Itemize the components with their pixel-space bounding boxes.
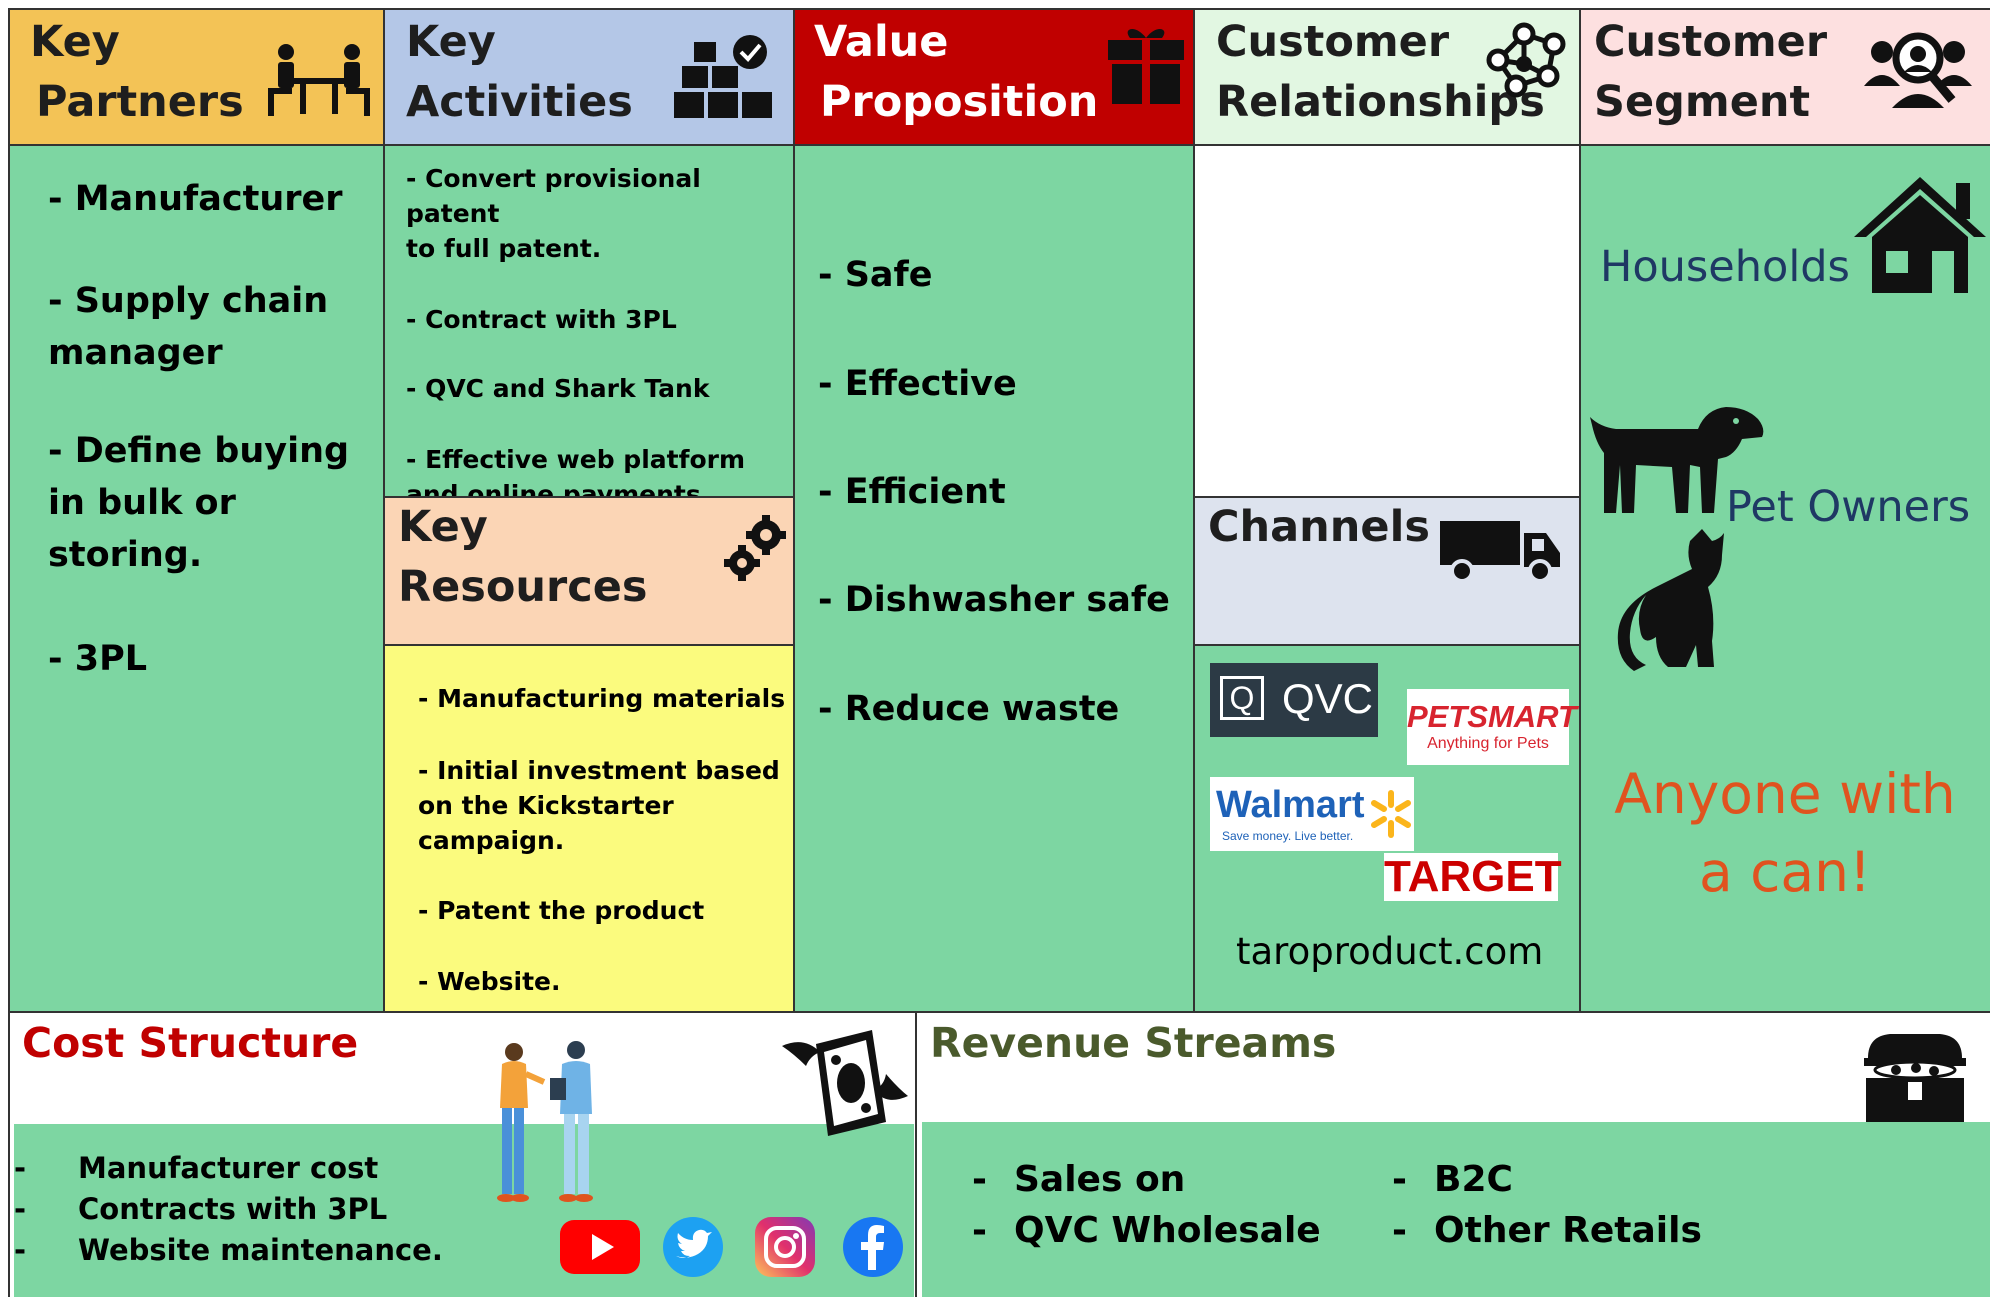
grid-line: [1194, 496, 1580, 498]
cost-structure-title: Cost Structure: [22, 1019, 359, 1067]
grid-line: [1579, 8, 1581, 1012]
activity-item: - Contract with 3PL: [406, 305, 677, 334]
dog-icon: [1590, 407, 1764, 513]
cost-structure-section: Cost Structure -Manufacturer cost -Contr…: [8, 1012, 916, 1297]
partner-item: - 3PL: [48, 639, 148, 679]
customer-segment-title: Customer: [1594, 17, 1828, 67]
qvc-logo[interactable]: Q QVC: [1210, 663, 1378, 737]
activity-item: - QVC and Shark Tank: [406, 374, 710, 403]
gears-icon: [724, 515, 786, 581]
resource-item: - Patent the product: [418, 896, 705, 925]
grid-line: [8, 8, 10, 1297]
network-icon: [1486, 22, 1566, 98]
value-proposition-body: - Safe - Effective - Efficient - Dishwas…: [794, 145, 1194, 1012]
people-icon: [497, 1041, 593, 1202]
revenue-streams-body: -Sales on -QVC Wholesale -B2C -Other Ret…: [922, 1122, 1990, 1297]
grid-line: [793, 8, 795, 1012]
flying-money-icon: [782, 1030, 908, 1136]
key-resources-header: Key Resources: [384, 497, 794, 645]
value-item: - Reduce waste: [818, 689, 1120, 729]
cost-structure-body: -Manufacturer cost -Contracts with 3PL -…: [14, 1124, 914, 1297]
households-label: Households: [1600, 242, 1850, 292]
twitter-icon[interactable]: [662, 1216, 724, 1278]
revenue-item: -QVC Wholesale: [972, 1210, 1321, 1251]
customer-relationships-header: Customer Relationships: [1194, 8, 1580, 145]
walmart-logo[interactable]: Walmart Save money. Live better.: [1210, 777, 1414, 851]
gift-icon: [1108, 28, 1184, 104]
partner-item: - Define buying: [48, 431, 350, 471]
instagram-icon[interactable]: [754, 1216, 816, 1278]
key-partners-body: - Manufacturer - Supply chain manager - …: [8, 145, 384, 1012]
grid-line: [8, 1011, 1990, 1013]
facebook-icon[interactable]: [842, 1216, 904, 1278]
house-icon: [1854, 177, 1986, 293]
value-proposition-title: Value: [814, 17, 949, 67]
grid-line: [1194, 644, 1580, 646]
resource-item: - Initial investment based: [418, 756, 780, 785]
value-proposition-header: Value Proposition: [794, 8, 1194, 145]
grid-line: [384, 496, 794, 498]
channels-body: Q QVC PETSMART Anything for Pets Walmart…: [1194, 645, 1580, 1012]
revenue-streams-title: Revenue Streams: [930, 1019, 1337, 1067]
truck-icon: [1440, 521, 1560, 583]
meeting-icon: [268, 44, 370, 116]
resource-item: - Manufacturing materials: [418, 684, 786, 713]
revenue-item: -B2C: [1392, 1159, 1513, 1200]
key-partners-header: Key Partners: [8, 8, 384, 145]
resource-item: - Website.: [418, 967, 561, 996]
grid-line: [384, 644, 794, 646]
cost-item: -Website maintenance.: [14, 1233, 443, 1267]
treasure-chest-icon: [1864, 1034, 1966, 1122]
partner-item: - Supply chain: [48, 281, 329, 321]
key-resources-title: Key: [398, 502, 488, 552]
channels-header: Channels: [1194, 497, 1580, 645]
channels-title: Channels: [1208, 502, 1430, 552]
key-activities-header: Key Activities: [384, 8, 794, 145]
target-logo[interactable]: TARGET: [1384, 852, 1562, 901]
activity-item: - Effective web platform: [406, 445, 746, 474]
grid-line: [1193, 8, 1195, 1012]
grid-line: [8, 8, 1990, 10]
cost-item: -Contracts with 3PL: [14, 1192, 388, 1226]
petsmart-logo[interactable]: PETSMART Anything for Pets: [1407, 689, 1577, 765]
youtube-icon[interactable]: [560, 1218, 640, 1276]
anyone-label: Anyone with a can!: [1614, 762, 1956, 904]
walmart-spark-icon: [1371, 790, 1411, 838]
cat-icon: [1617, 529, 1724, 671]
key-resources-body: - Manufacturing materials - Initial inve…: [384, 645, 794, 1012]
value-item: - Effective: [818, 364, 1017, 404]
grid-line: [383, 8, 385, 1012]
partner-item: - Manufacturer: [48, 179, 343, 219]
value-item: - Efficient: [818, 472, 1006, 512]
user-search-icon: [1864, 32, 1972, 108]
value-item: - Dishwasher safe: [818, 580, 1170, 620]
boxes-check-icon: [674, 35, 772, 118]
customer-segment-header: Customer Segment: [1580, 8, 1990, 145]
key-partners-title: Key: [30, 17, 120, 67]
revenue-item: -Sales on: [972, 1159, 1186, 1200]
grid-line: [8, 144, 1990, 146]
activity-item: - Convert provisional patent: [406, 164, 701, 228]
customer-relationships-title: Customer: [1216, 17, 1450, 67]
cost-item: -Manufacturer cost: [14, 1151, 379, 1185]
website-link[interactable]: taroproduct.com: [1236, 930, 1544, 973]
revenue-item: -Other Retails: [1392, 1210, 1702, 1251]
revenue-streams-section: Revenue Streams -Sales on -QVC Wholesale…: [916, 1012, 1990, 1297]
key-activities-body: - Convert provisional patent to full pat…: [384, 145, 794, 509]
grid-line: [915, 1012, 917, 1297]
value-item: - Safe: [818, 255, 933, 295]
key-activities-title: Key: [406, 17, 496, 67]
pet-owners-label: Pet Owners: [1726, 482, 1971, 532]
customer-relationships-body: [1194, 145, 1580, 497]
customer-segment-body: Households Pet Owners Anyone with a can!: [1580, 145, 1990, 1012]
